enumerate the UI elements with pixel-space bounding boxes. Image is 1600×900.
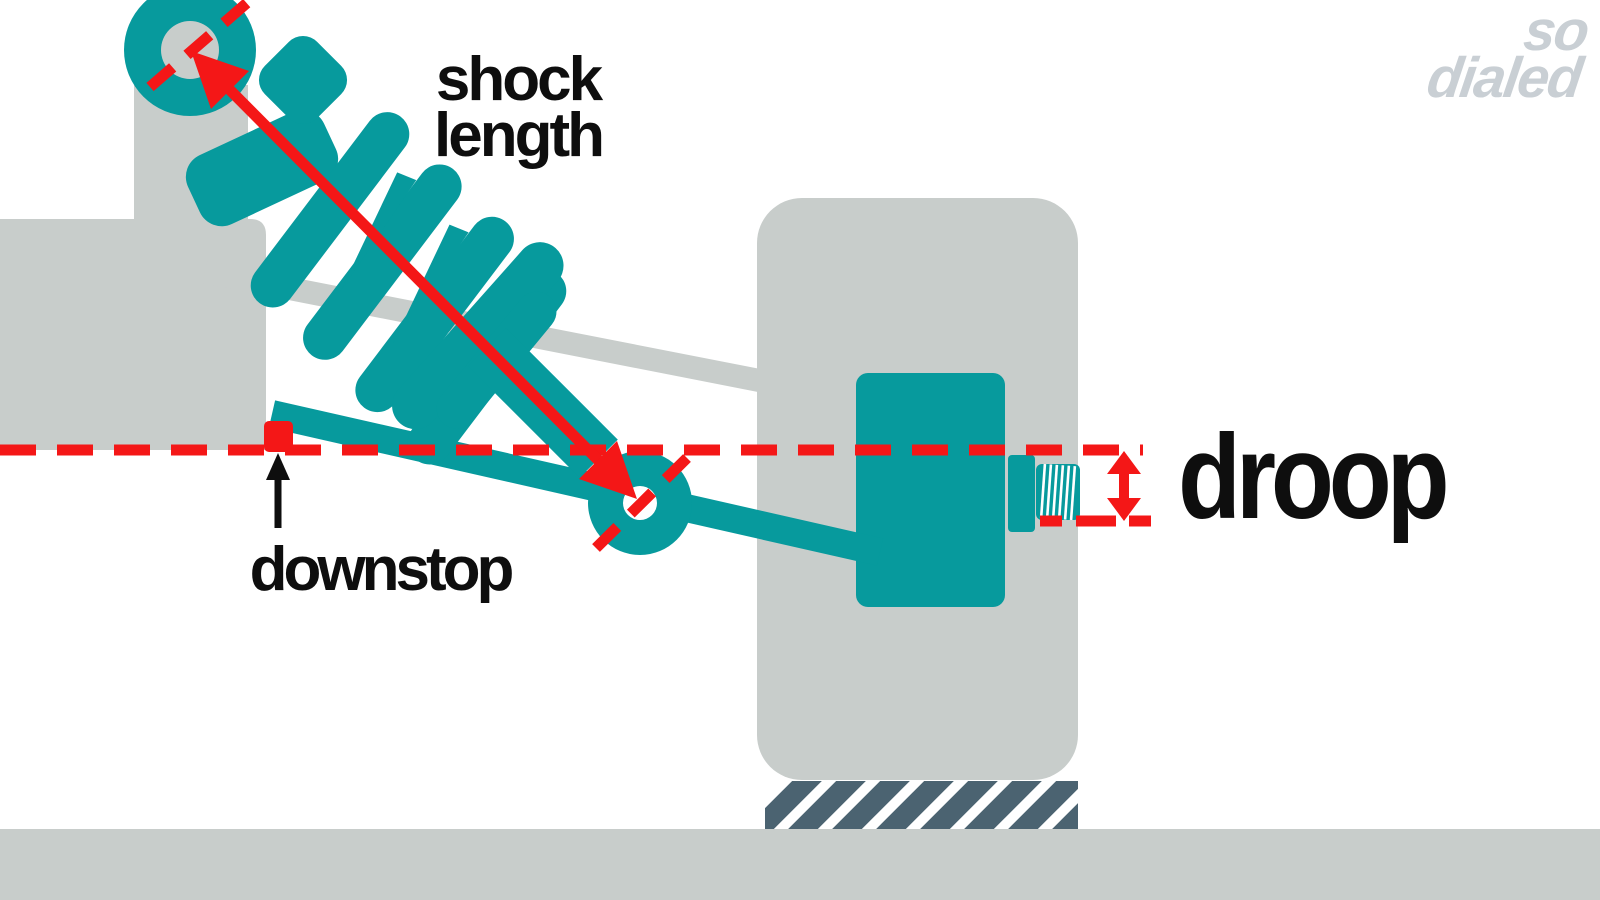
ground-bar: [0, 829, 1600, 900]
watermark-line2: dialed: [1423, 46, 1586, 110]
shock-length-line2: length: [434, 101, 605, 170]
downstop-pointer-arrow: [266, 453, 290, 528]
axle-shoulder: [1008, 455, 1035, 532]
shock-bottom-tick: [592, 454, 691, 552]
wheel-hub: [856, 373, 1080, 607]
lower-arm: [268, 400, 884, 566]
downstop-block: [264, 421, 293, 452]
droop-label: droop: [1178, 410, 1450, 544]
shock-length-line1: shock: [435, 45, 603, 114]
shock-body-upper: [258, 35, 348, 125]
shock-body-lower: [185, 109, 339, 227]
downstop-label: downstop: [249, 535, 515, 604]
contact-patch-hatch: [765, 781, 1078, 829]
axle-threads: [1036, 463, 1080, 521]
droop-arrow: [1107, 451, 1141, 521]
shock-length-arrow: [191, 51, 637, 499]
shock-top-tick: [146, 0, 252, 92]
so-dialed-watermark: so dialed: [1423, 0, 1592, 110]
shock-length-label: shock length: [368, 45, 668, 170]
